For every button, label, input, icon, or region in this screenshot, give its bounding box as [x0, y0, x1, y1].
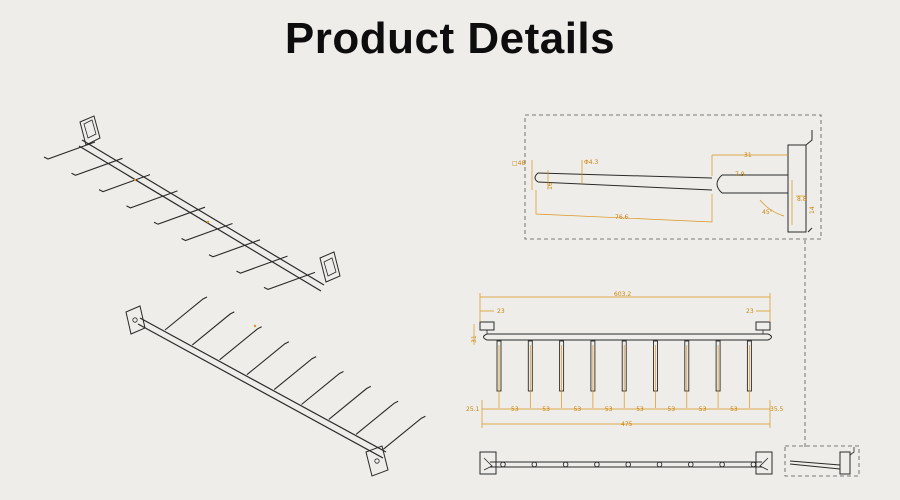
- side-dim-16: 16: [547, 182, 554, 190]
- hook: [191, 311, 235, 346]
- hook: [208, 239, 261, 258]
- detail-view: [784, 445, 860, 477]
- side-dim-76-6: 76.6: [615, 214, 629, 221]
- prong-end: [531, 461, 538, 468]
- side-dim-square: □48: [512, 160, 525, 167]
- prong-end: [656, 461, 663, 468]
- side-dim-angle: 45°: [762, 209, 773, 216]
- hook: [301, 371, 344, 405]
- hook: [246, 341, 290, 376]
- hook: [98, 174, 151, 193]
- front-dim-height: 31: [471, 335, 478, 343]
- top-view: [479, 451, 773, 475]
- hook: [236, 255, 288, 274]
- front-dim-spacing: 53: [636, 406, 644, 413]
- front-dim-spacing: 53: [730, 406, 738, 413]
- front-view: 603.2 23 23 31 53 53 53 53 53 53 53 53 25.1 35.…: [466, 291, 784, 428]
- hook: [71, 157, 123, 176]
- prong-end: [719, 461, 725, 468]
- side-dim-8-8: 8.8: [797, 196, 807, 203]
- front-dim-right-end: 35.5: [770, 406, 784, 413]
- front-dim-spacing: 53: [605, 406, 613, 413]
- hook: [273, 356, 317, 391]
- front-dim-spacing: 53: [699, 406, 707, 413]
- side-view: □48 Φ4.3 31 7.9 16 76.6 8.8 14 45°: [512, 114, 822, 240]
- hook: [181, 222, 233, 242]
- front-dim-spacing: 53: [574, 406, 582, 413]
- isometric-rack-lower: [125, 296, 426, 477]
- front-dim-total-top: 603.2: [614, 291, 631, 298]
- hook: [126, 190, 178, 209]
- detail-frame: [784, 445, 860, 477]
- front-dim-right-top: 23: [746, 308, 754, 315]
- prong-end: [500, 461, 506, 468]
- front-dim-left-end: 25.1: [466, 406, 480, 413]
- front-dim-total-bottom: 475: [621, 421, 633, 428]
- front-dim-spacing: 53: [511, 406, 519, 413]
- front-dim-left-top: 23: [497, 308, 505, 315]
- prong-end: [562, 461, 569, 468]
- hook: [355, 400, 399, 435]
- hook: [263, 271, 316, 290]
- side-dim-7-9: 7.9: [735, 171, 745, 178]
- prong-end: [594, 461, 600, 468]
- prong-end: [625, 461, 631, 468]
- hook: [383, 415, 426, 450]
- side-dim-31: 31: [744, 152, 752, 159]
- prong-end: [688, 461, 694, 468]
- front-dim-spacing: 53: [668, 406, 676, 413]
- side-dim-14: 14: [809, 206, 816, 214]
- page-title: Product Details: [284, 14, 616, 63]
- side-dim-diameter: Φ4.3: [584, 159, 598, 166]
- front-dim-spacing: 53: [542, 406, 550, 413]
- hook: [153, 206, 206, 225]
- side-view-frame: [524, 114, 822, 240]
- hook: [219, 326, 262, 361]
- hook: [43, 141, 96, 160]
- prong-end: [750, 461, 757, 468]
- hook: [164, 296, 208, 331]
- hook: [328, 385, 372, 420]
- isometric-rack-upper: [43, 115, 341, 292]
